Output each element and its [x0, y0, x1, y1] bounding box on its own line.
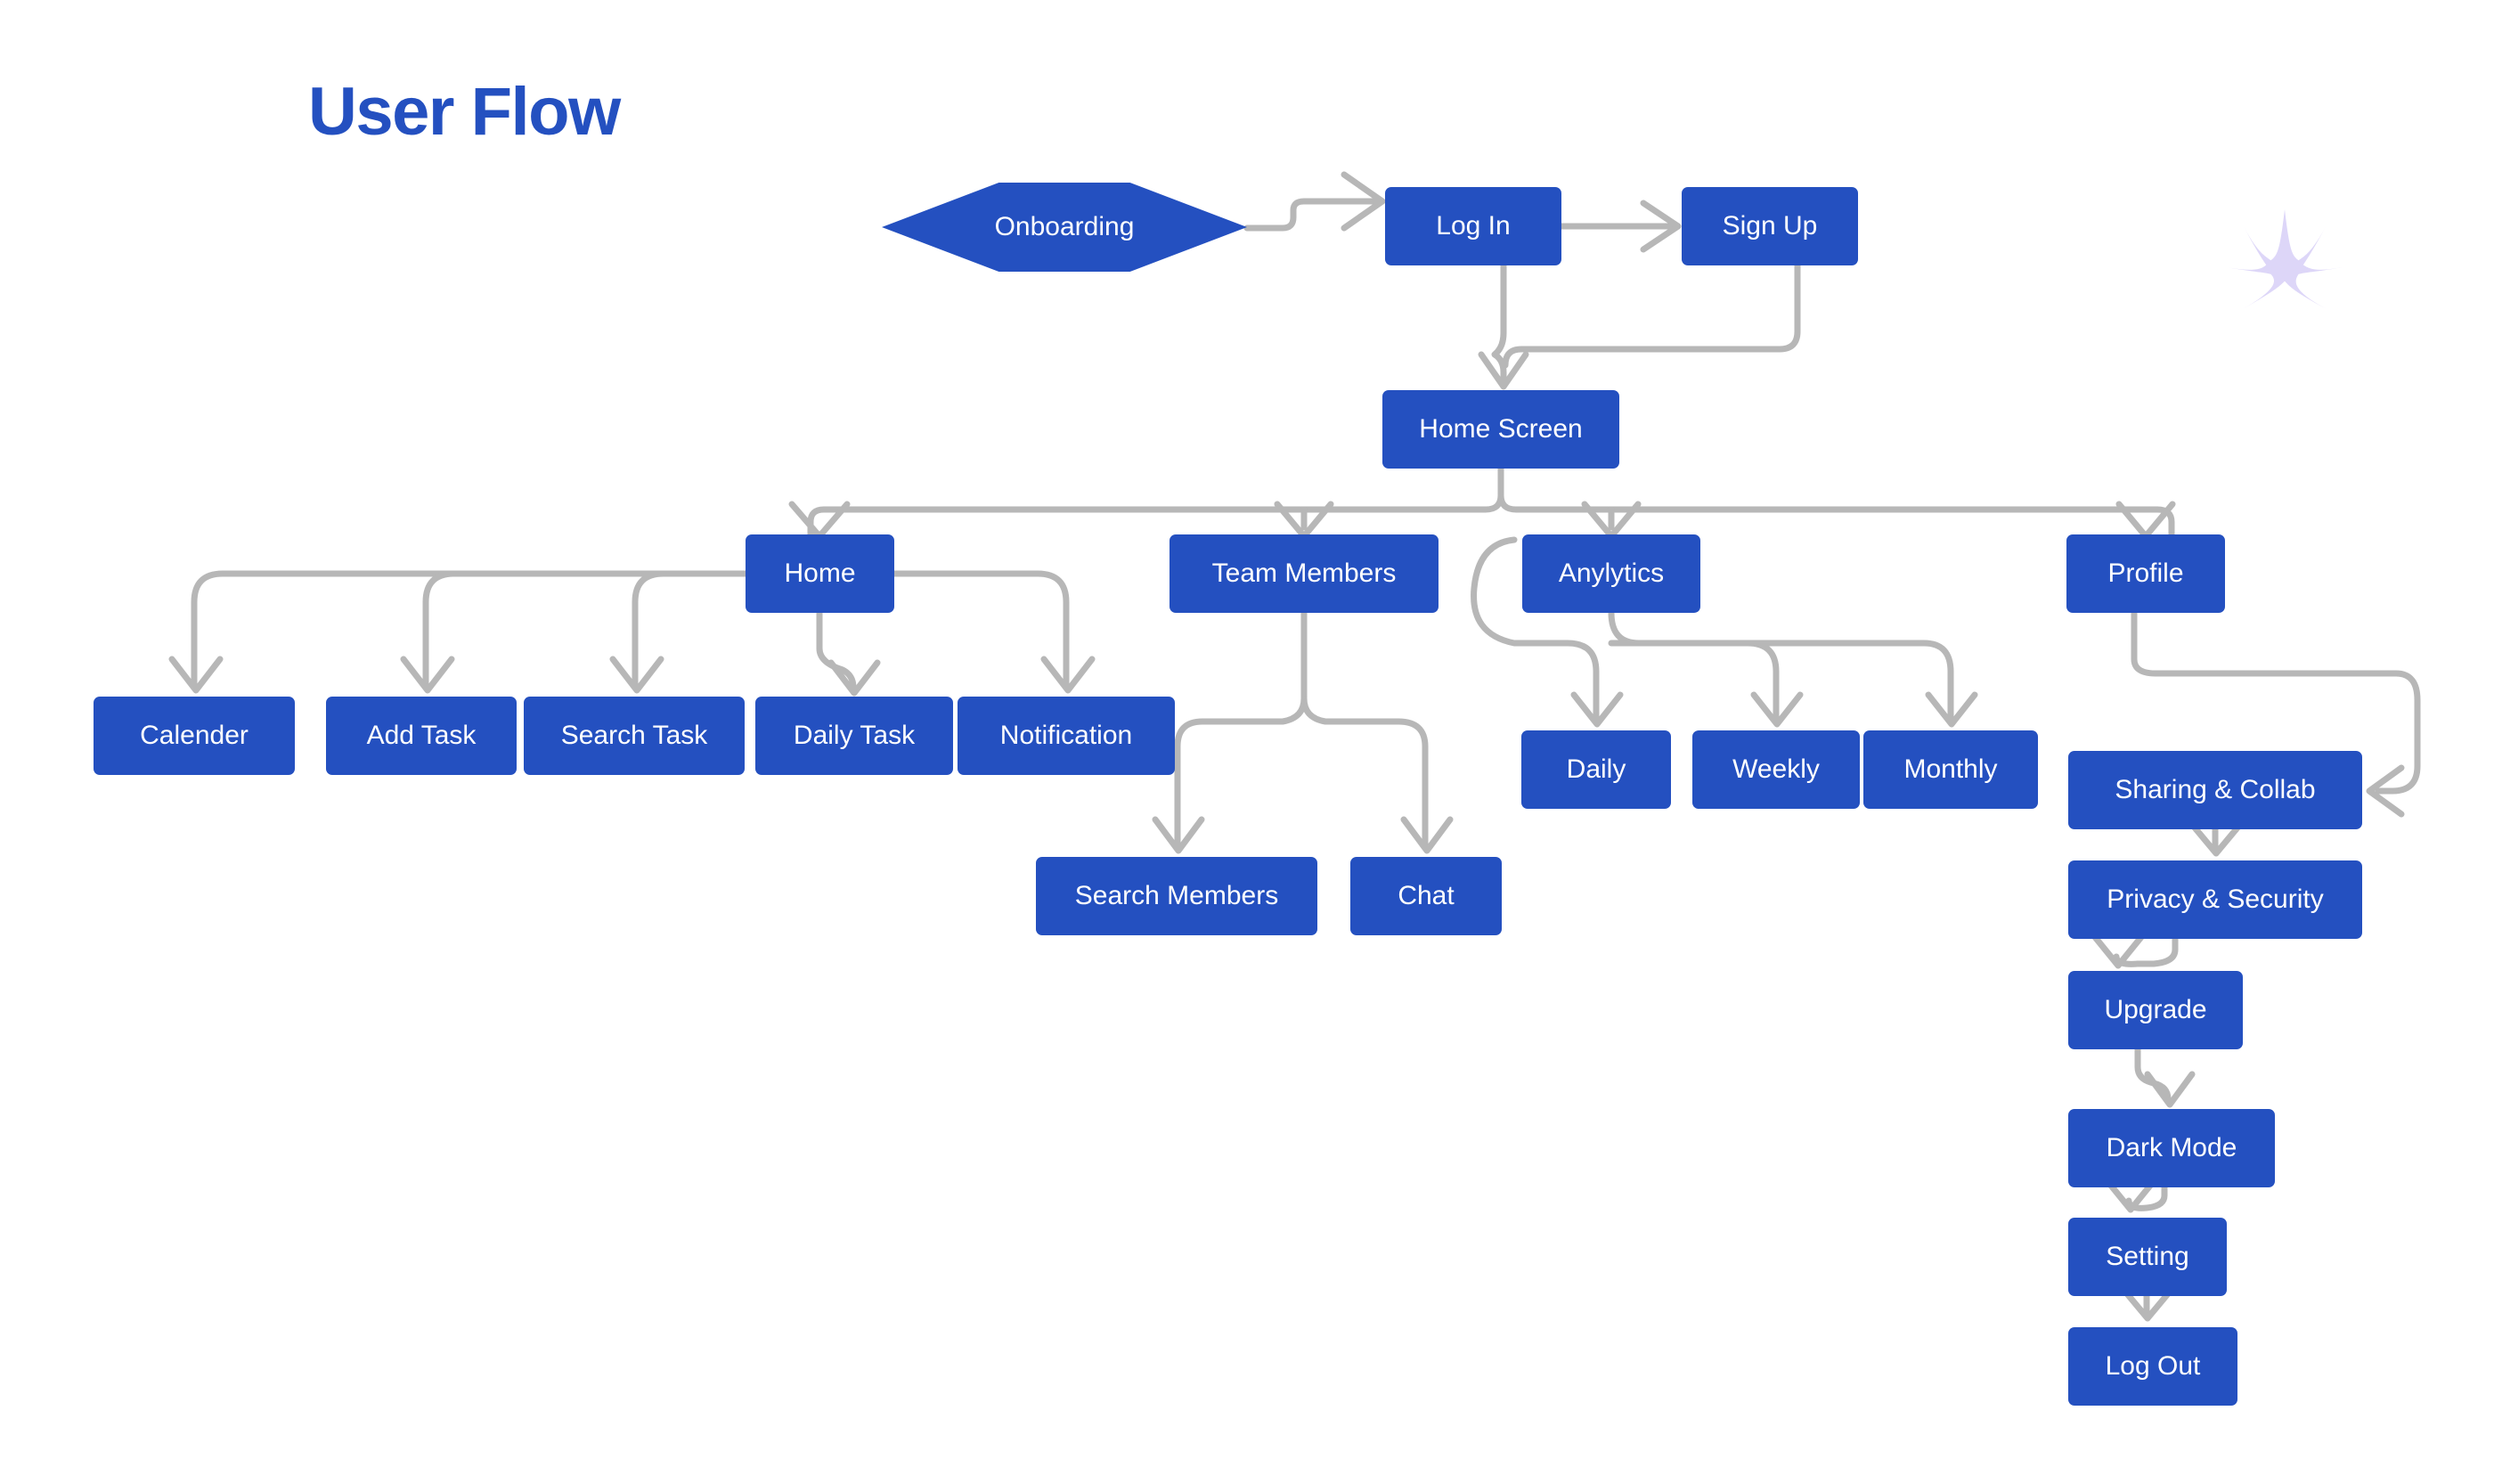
node-label: Monthly	[1903, 754, 1998, 784]
node-anylytics[interactable]: Anylytics	[1522, 534, 1700, 613]
node-label: Chat	[1398, 881, 1455, 910]
node-search-task[interactable]: Search Task	[524, 697, 745, 775]
node-log-out[interactable]: Log Out	[2068, 1327, 2237, 1406]
node-label: Search Task	[560, 721, 708, 750]
node-home[interactable]: Home	[746, 534, 894, 613]
node-log-in[interactable]: Log In	[1385, 187, 1561, 265]
node-upgrade[interactable]: Upgrade	[2068, 971, 2243, 1049]
node-label: Anylytics	[1558, 559, 1665, 588]
node-label: Upgrade	[2104, 995, 2207, 1024]
node-label: Weekly	[1732, 754, 1820, 784]
node-monthly[interactable]: Monthly	[1863, 730, 2038, 809]
node-onboarding[interactable]: Onboarding	[882, 183, 1247, 272]
node-chat[interactable]: Chat	[1350, 857, 1502, 935]
node-label: Notification	[999, 721, 1133, 750]
node-setting[interactable]: Setting	[2068, 1218, 2227, 1296]
node-label: Dark Mode	[2106, 1133, 2237, 1162]
node-notification[interactable]: Notification	[958, 697, 1175, 775]
node-profile[interactable]: Profile	[2066, 534, 2225, 613]
node-label: Team Members	[1211, 559, 1397, 588]
node-label: Log In	[1436, 211, 1511, 241]
node-calender[interactable]: Calender	[94, 697, 295, 775]
node-sharing-collab[interactable]: Sharing & Collab	[2068, 751, 2362, 829]
node-home-screen[interactable]: Home Screen	[1382, 390, 1619, 469]
node-label: Log Out	[2105, 1351, 2201, 1381]
node-search-members[interactable]: Search Members	[1036, 857, 1317, 935]
node-label: Profile	[2107, 559, 2184, 588]
node-label: Daily	[1566, 754, 1626, 784]
page-title: User Flow	[308, 74, 621, 150]
node-privacy-security[interactable]: Privacy & Security	[2068, 860, 2362, 939]
node-team-members[interactable]: Team Members	[1170, 534, 1439, 613]
node-dark-mode[interactable]: Dark Mode	[2068, 1109, 2275, 1187]
node-daily-task[interactable]: Daily Task	[755, 697, 953, 775]
node-label: Add Task	[366, 721, 477, 750]
node-label: Search Members	[1074, 881, 1279, 910]
node-label: Daily Task	[793, 721, 916, 750]
node-weekly[interactable]: Weekly	[1692, 730, 1860, 809]
node-label: Home Screen	[1419, 414, 1583, 444]
diamond-shape	[882, 183, 1247, 272]
node-label: Onboarding	[994, 212, 1135, 241]
node-sign-up[interactable]: Sign Up	[1682, 187, 1858, 265]
node-label: Sign Up	[1722, 211, 1818, 241]
node-daily[interactable]: Daily	[1521, 730, 1671, 809]
node-label: Privacy & Security	[2107, 885, 2324, 914]
node-label: Sharing & Collab	[2115, 775, 2316, 804]
sparkle-star-icon	[2227, 209, 2343, 309]
node-label: Setting	[2106, 1242, 2189, 1271]
node-add-task[interactable]: Add Task	[326, 697, 517, 775]
node-label: Calender	[140, 721, 249, 750]
node-label: Home	[784, 559, 856, 588]
